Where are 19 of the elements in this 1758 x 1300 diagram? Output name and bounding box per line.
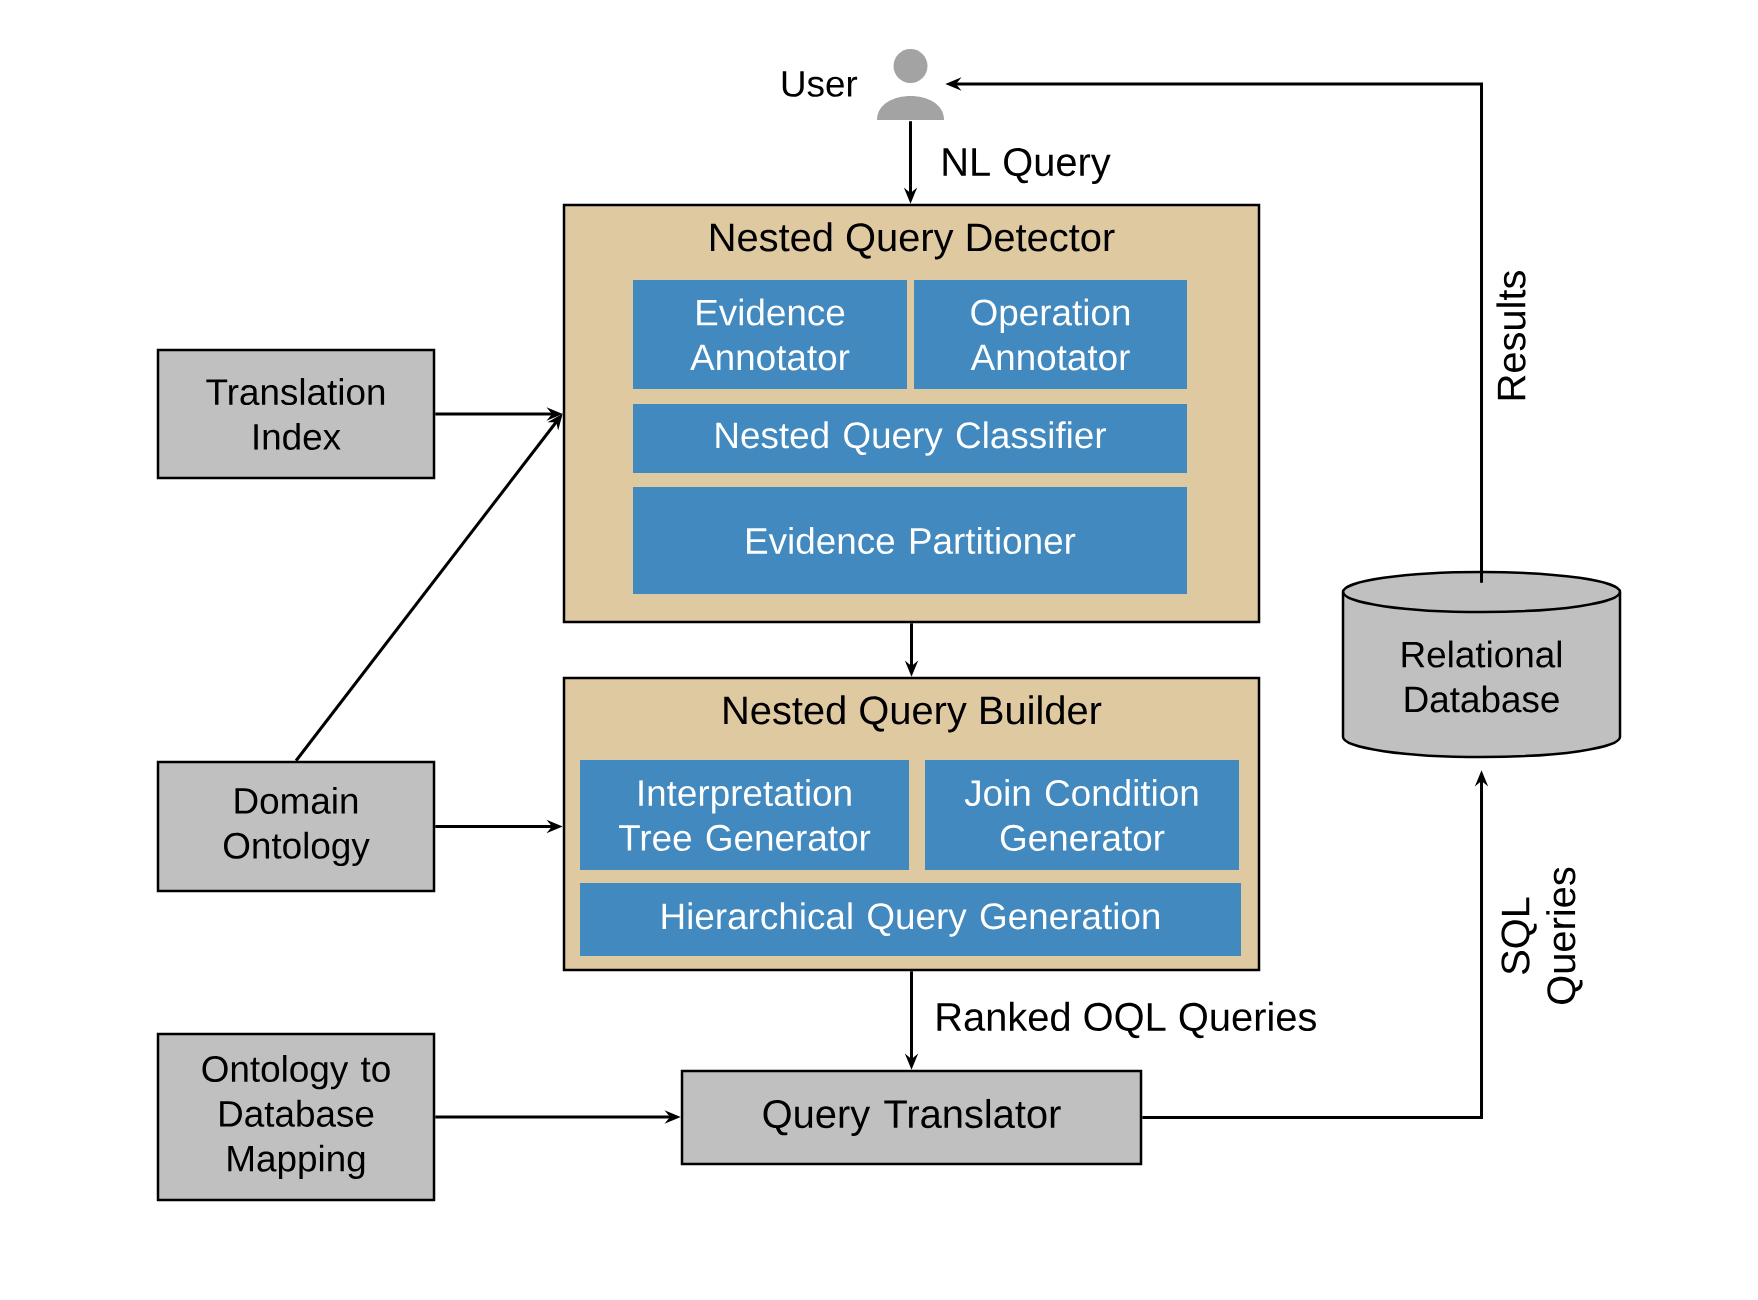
edge-label: Results — [1494, 267, 1528, 405]
component-box: Join Condition Generator — [925, 760, 1239, 870]
component-box: Hierarchical Query Generation — [580, 883, 1241, 956]
component-box: Nested Query Classifier — [633, 404, 1187, 473]
process-box: Translation Index — [156, 348, 436, 480]
component-box: Evidence Partitioner — [633, 487, 1187, 594]
node-label: Nested Query Detector — [711, 222, 1115, 260]
node-label: Nested Query Builder — [724, 695, 1102, 733]
edge-label: NL Query — [938, 145, 1113, 187]
component-box: Operation Annotator — [914, 280, 1187, 389]
component-box: Evidence Annotator — [633, 280, 907, 389]
process-box: Domain Ontology — [156, 760, 436, 893]
component-box: Interpretation Tree Generator — [580, 760, 909, 870]
process-box: Query Translator — [680, 1069, 1143, 1166]
edge-label: SQL Queries — [1499, 859, 1585, 1013]
process-box: Ontology to Database Mapping — [156, 1032, 436, 1202]
edge-label: Ranked OQL Queries — [932, 999, 1320, 1041]
database-cylinder: Relational Database — [1341, 570, 1622, 759]
node-label: User — [782, 71, 858, 97]
